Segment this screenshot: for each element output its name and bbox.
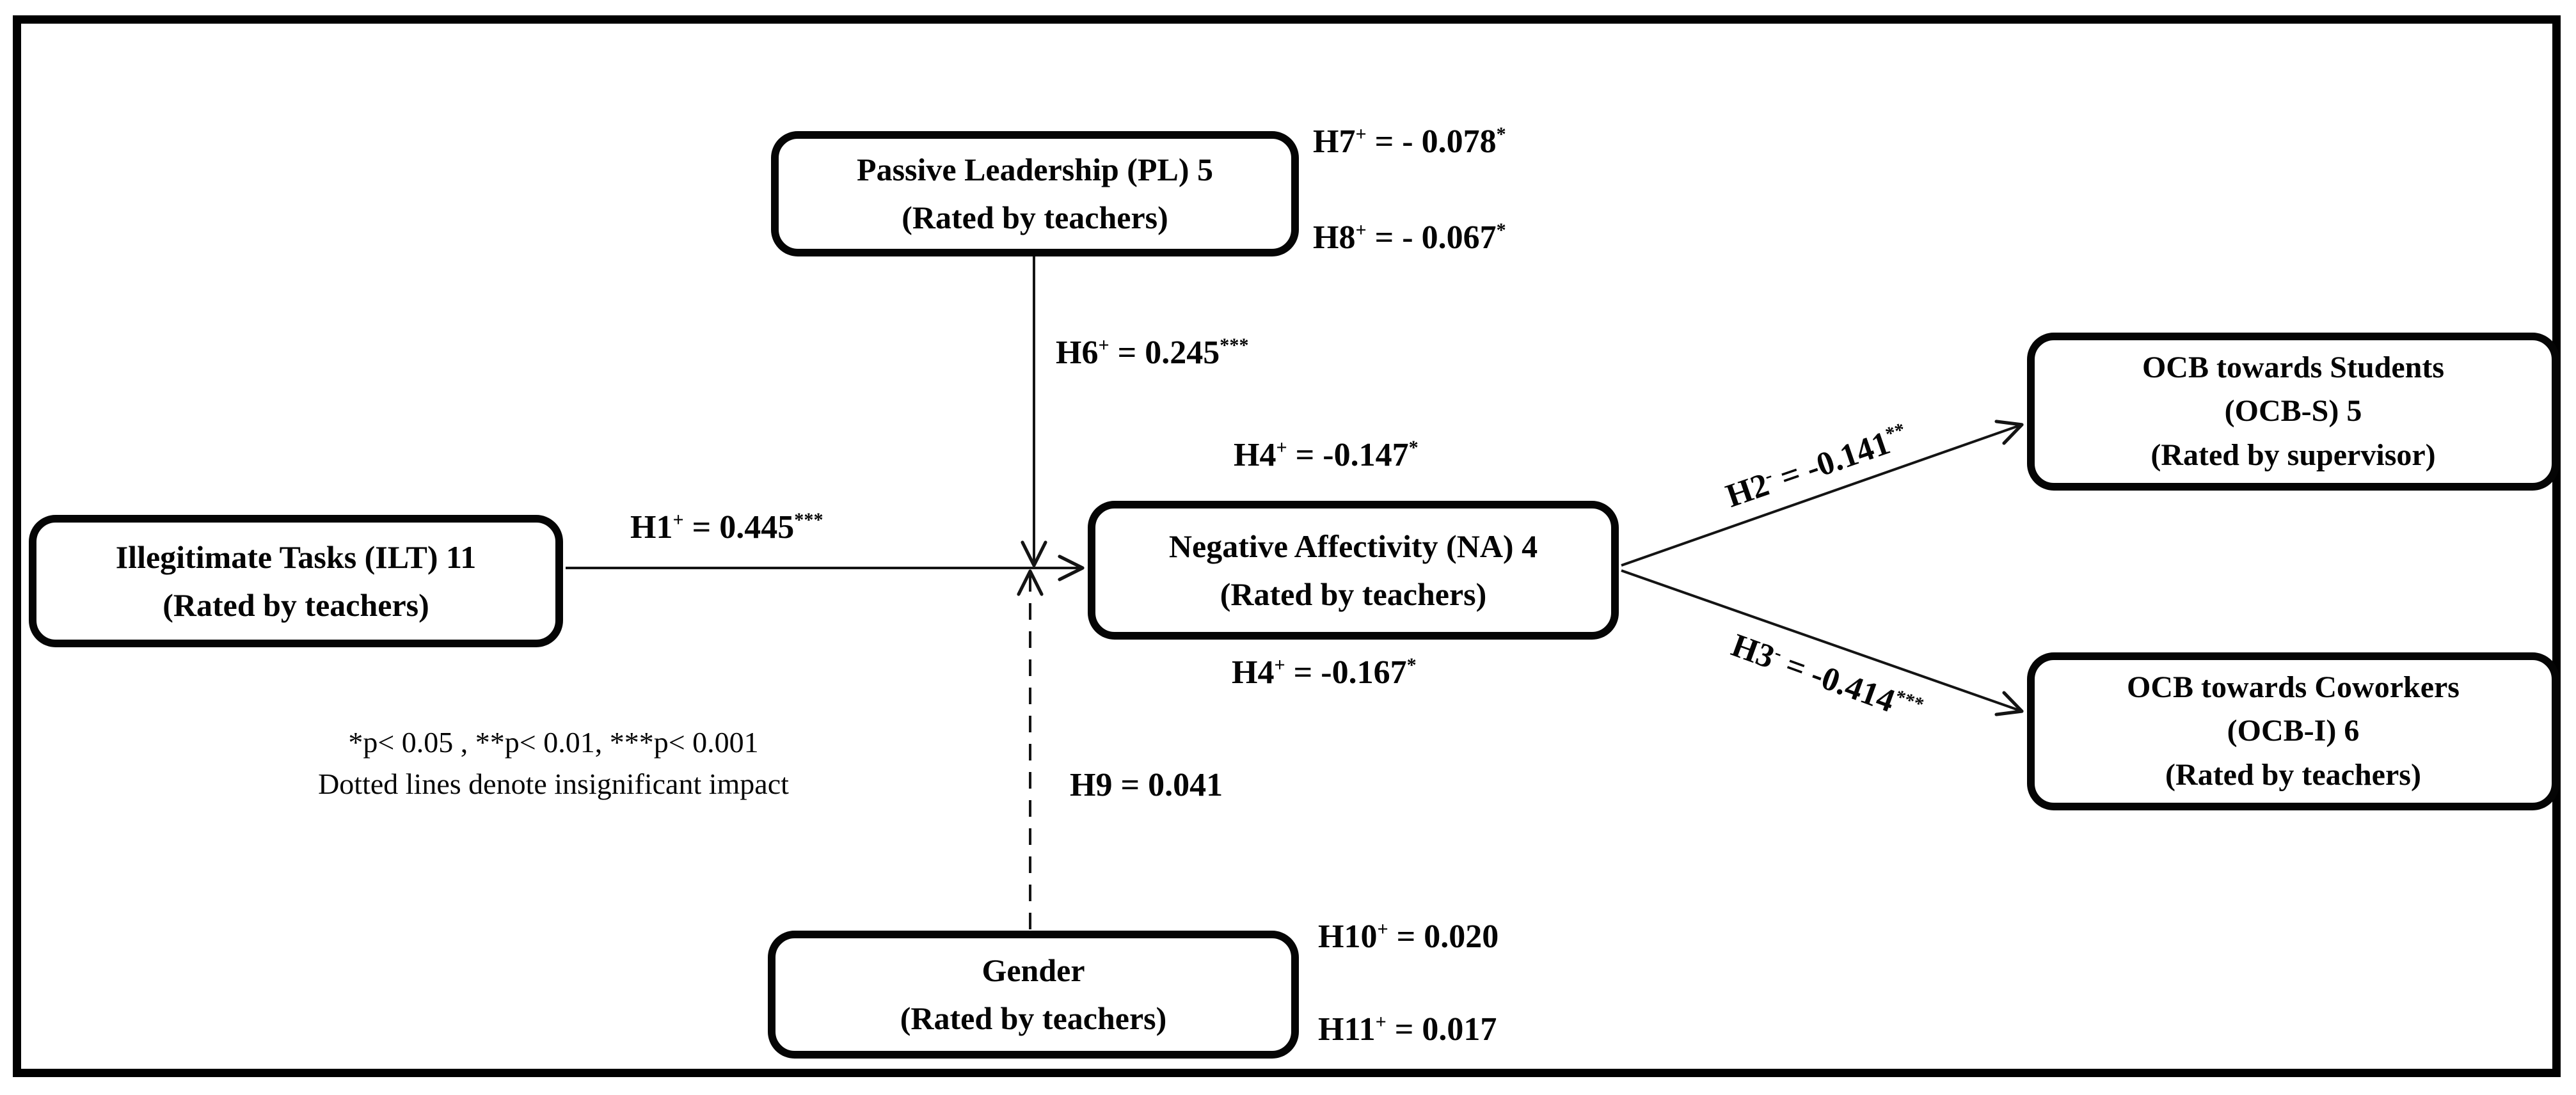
box-gender: Gender (Rated by teachers) bbox=[768, 931, 1299, 1059]
label-h7: H7+ = - 0.078* bbox=[1313, 123, 1506, 161]
hypothesis-id: H8 bbox=[1313, 219, 1356, 256]
label-h11: H11+ = 0.017 bbox=[1318, 1011, 1497, 1048]
box-ocb-coworkers: OCB towards Coworkers (OCB-I) 6 (Rated b… bbox=[2027, 652, 2559, 810]
box-negative-affectivity: Negative Affectivity (NA) 4 (Rated by te… bbox=[1088, 501, 1619, 640]
hypothesis-sign: + bbox=[1355, 123, 1367, 145]
hypothesis-value: = 0.017 bbox=[1386, 1011, 1497, 1048]
label-h4-top: H4+ = -0.147* bbox=[1234, 436, 1419, 474]
box-abbrev: (OCB-S) 5 bbox=[2224, 394, 2362, 429]
significance-stars: *** bbox=[794, 508, 823, 531]
label-h4-bottom: H4+ = -0.167* bbox=[1232, 654, 1417, 691]
hypothesis-value: = -0.147 bbox=[1287, 437, 1409, 473]
label-h1: H1+ = 0.445*** bbox=[630, 508, 823, 546]
hypothesis-sign: + bbox=[1098, 334, 1109, 356]
hypothesis-sign: + bbox=[672, 508, 684, 531]
box-subtitle: (Rated by teachers) bbox=[2165, 757, 2421, 792]
hypothesis-id: H4 bbox=[1234, 437, 1276, 473]
significance-stars: * bbox=[1408, 436, 1419, 459]
box-subtitle: (Rated by teachers) bbox=[1220, 576, 1487, 612]
hypothesis-id: H1 bbox=[630, 509, 673, 546]
box-illegitimate-tasks: Illegitimate Tasks (ILT) 11 (Rated by te… bbox=[29, 515, 563, 647]
box-title: Gender bbox=[982, 952, 1085, 988]
label-h9: H9 = 0.041 bbox=[1070, 766, 1223, 804]
box-title: Illegitimate Tasks (ILT) 11 bbox=[115, 539, 477, 575]
hypothesis-id: H7 bbox=[1313, 123, 1356, 160]
hypothesis-value: = 0.245 bbox=[1109, 335, 1220, 371]
hypothesis-sign: + bbox=[1377, 918, 1388, 940]
box-subtitle: (Rated by teachers) bbox=[902, 200, 1168, 235]
hypothesis-sign: + bbox=[1276, 436, 1287, 459]
hypothesis-value: = - 0.067 bbox=[1366, 219, 1497, 256]
box-subtitle: (Rated by teachers) bbox=[163, 587, 429, 623]
hypothesis-value: = 0.020 bbox=[1388, 918, 1499, 955]
box-title: Negative Affectivity (NA) 4 bbox=[1168, 528, 1538, 564]
notes: *p< 0.05 , **p< 0.01, ***p< 0.001 Dotted… bbox=[202, 721, 905, 805]
box-subtitle: (Rated by supervisor) bbox=[2151, 437, 2436, 472]
hypothesis-id: H6 bbox=[1056, 335, 1099, 371]
hypothesis-sign: + bbox=[1274, 654, 1285, 676]
significance-stars: *** bbox=[1220, 334, 1249, 356]
hypothesis-id: H11 bbox=[1318, 1011, 1376, 1048]
label-h6: H6+ = 0.245*** bbox=[1056, 334, 1249, 372]
box-title: OCB towards Students bbox=[2142, 351, 2445, 385]
hypothesis-id: H4 bbox=[1232, 654, 1275, 691]
box-title: OCB towards Coworkers bbox=[2127, 670, 2460, 705]
box-abbrev: (OCB-I) 6 bbox=[2227, 714, 2360, 748]
box-subtitle: (Rated by teachers) bbox=[900, 1000, 1167, 1036]
box-title: Passive Leadership (PL) 5 bbox=[857, 152, 1213, 187]
hypothesis-id: H10 bbox=[1318, 918, 1378, 955]
label-h8: H8+ = - 0.067* bbox=[1313, 219, 1506, 256]
box-passive-leadership: Passive Leadership (PL) 5 (Rated by teac… bbox=[771, 131, 1299, 256]
hypothesis-value: = 0.445 bbox=[683, 509, 795, 546]
box-ocb-students: OCB towards Students (OCB-S) 5 (Rated by… bbox=[2027, 333, 2559, 491]
note-significance: *p< 0.05 , **p< 0.01, ***p< 0.001 bbox=[348, 726, 759, 759]
hypothesis-value: = -0.167 bbox=[1285, 654, 1407, 691]
label-h10: H10+ = 0.020 bbox=[1318, 918, 1499, 956]
hypothesis-value: = - 0.078 bbox=[1366, 123, 1497, 160]
significance-stars: * bbox=[1496, 123, 1506, 145]
hypothesis-sign: + bbox=[1375, 1011, 1387, 1033]
hypothesis-value: = 0.041 bbox=[1112, 767, 1223, 803]
hypothesis-id: H9 bbox=[1070, 767, 1113, 803]
hypothesis-sign: + bbox=[1355, 219, 1367, 241]
significance-stars: * bbox=[1496, 219, 1506, 241]
note-dotted-lines: Dotted lines denote insignificant impact bbox=[318, 768, 789, 801]
significance-stars: * bbox=[1406, 654, 1417, 676]
